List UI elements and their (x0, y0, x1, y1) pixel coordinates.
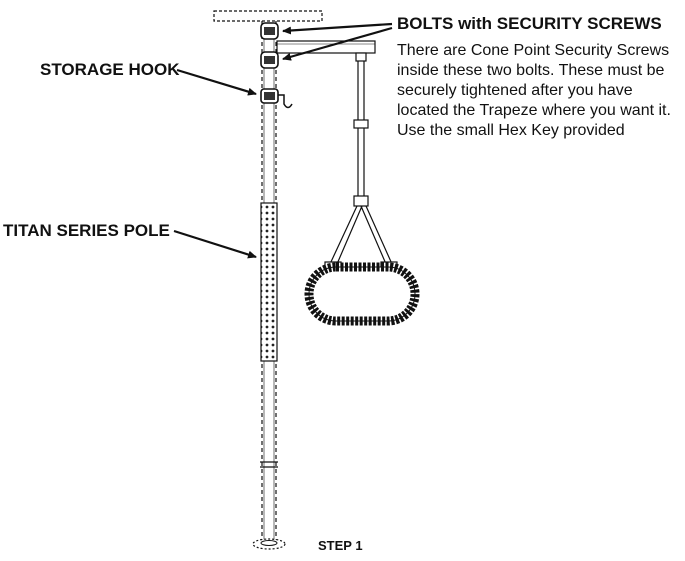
bolts-title: BOLTS with SECURITY SCREWS (397, 14, 662, 33)
titan-pole-label: TITAN SERIES POLE (3, 221, 170, 240)
security-bolt-lower (260, 51, 279, 69)
floor-base (252, 538, 286, 550)
bolts-description-line: There are Cone Point Security Screws (397, 42, 670, 59)
pole-grip-section (260, 202, 278, 362)
bolts-description: There are Cone Point Security Screws ins… (397, 41, 685, 141)
bolt-upper-arrow (282, 22, 393, 35)
bolts-description-line: securely tightened after you have (397, 82, 633, 99)
trapeze-handle (304, 262, 420, 326)
security-bolt-upper (260, 22, 279, 40)
storage-hook-label: STORAGE HOOK (40, 60, 180, 79)
step-label: STEP 1 (318, 538, 363, 553)
bolts-description-line: Use the small Hex Key provided (397, 122, 625, 139)
leader-arrows (173, 22, 393, 259)
bolts-description-line: located the Trapeze where you want it. (397, 102, 671, 119)
ceiling-plate (213, 10, 323, 22)
bolts-description-line: inside these two bolts. These must be (397, 62, 665, 79)
trapeze-strap (353, 52, 369, 207)
storage-hook-arrow (176, 68, 257, 96)
trapeze-v-straps (324, 205, 398, 273)
titan-pole-arrow (173, 229, 257, 259)
bolt-lower-arrow (282, 26, 393, 61)
storage-hook (260, 88, 293, 109)
